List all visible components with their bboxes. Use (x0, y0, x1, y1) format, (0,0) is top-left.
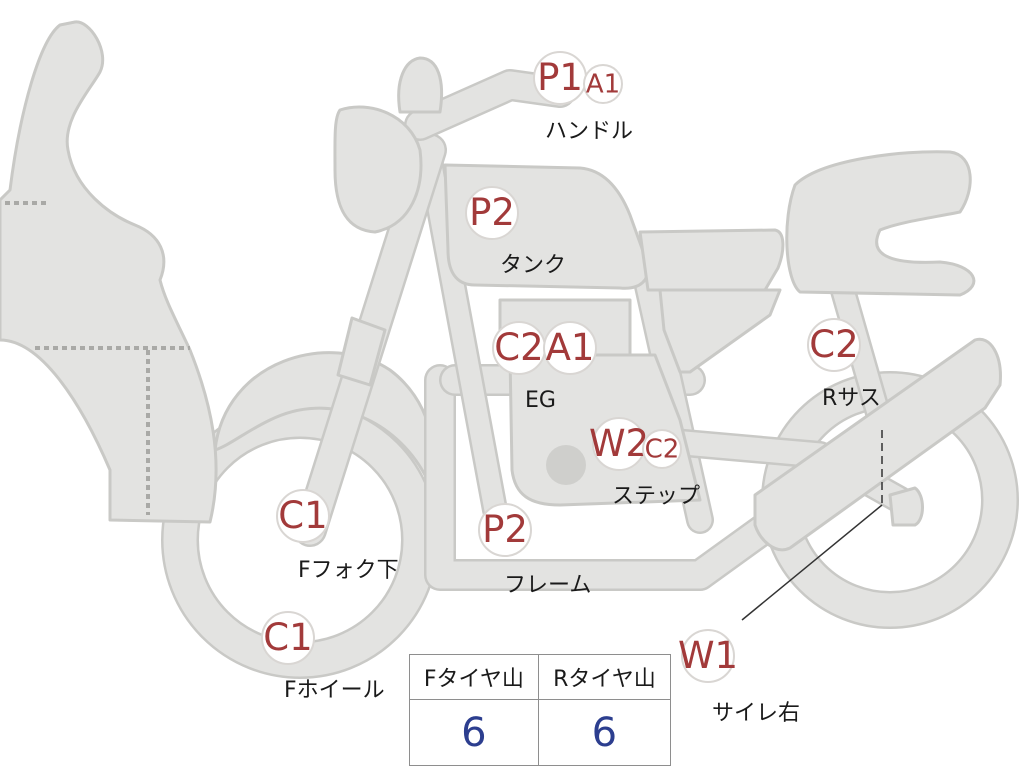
seat (785, 150, 976, 297)
front-tire-value: 6 (409, 699, 539, 766)
front-tire-header: Fタイヤ山 (409, 653, 539, 701)
rear-tire-value: 6 (537, 699, 672, 766)
badge-c1: C1 (261, 611, 315, 665)
badge-a1: A1 (583, 64, 623, 104)
badge-code: W1 (678, 634, 738, 677)
badge-c2: C2 (642, 429, 682, 469)
muffler (753, 337, 1002, 552)
mid-frame-bar (638, 228, 785, 292)
label-frame: フレーム (504, 573, 591, 598)
badge-circle (642, 429, 682, 469)
tire-tread-table: Fタイヤ山 Rタイヤ山 6 6 (409, 653, 672, 766)
badge-circle (276, 489, 330, 543)
badge-p2: P2 (478, 503, 532, 557)
badge-w1: W1 (678, 629, 738, 683)
badge-p2: P2 (465, 186, 519, 240)
badge-code: C1 (263, 616, 312, 659)
badge-code: A1 (586, 69, 620, 99)
fairing (0, 20, 218, 524)
badge-circle (583, 64, 623, 104)
badge-circle (543, 321, 597, 375)
badge-code: C2 (645, 434, 680, 464)
label-engine: EG (525, 388, 556, 413)
badge-code: C1 (278, 494, 327, 537)
label-handle: ハンドル (545, 119, 633, 144)
label-front-wheel: Fホイール (284, 678, 385, 703)
rear-tire-header: Rタイヤ山 (537, 653, 672, 701)
badge-w2: W2 (589, 417, 649, 471)
badge-code: A1 (546, 326, 595, 369)
badge-circle (465, 186, 519, 240)
label-step: ステップ (612, 484, 700, 509)
badge-circle (261, 611, 315, 665)
badge-code: P2 (482, 508, 528, 551)
badge-c2: C2 (492, 321, 546, 375)
badge-a1: A1 (543, 321, 597, 375)
headlight (333, 105, 423, 234)
label-tank: タンク (500, 253, 566, 278)
badge-code: P1 (537, 56, 583, 99)
fairing-seam (5, 201, 190, 515)
badge-code: C2 (809, 323, 858, 366)
badge-p1: P1 (533, 51, 587, 105)
badge-circle (681, 629, 735, 683)
badge-c2: C2 (807, 318, 861, 372)
badge-code: W2 (589, 422, 649, 465)
badge-code: C2 (494, 326, 543, 369)
badge-code: P2 (469, 191, 515, 234)
badge-circle (807, 318, 861, 372)
label-rear-suspension: Rサス (822, 386, 881, 411)
badge-c1: C1 (276, 489, 330, 543)
badge-circle (478, 503, 532, 557)
side-panel (658, 288, 782, 374)
label-muffler-right: サイレ右 (712, 701, 800, 726)
label-front-fork-lower: Fフォク下 (298, 558, 399, 583)
muffler-leader (741, 504, 883, 621)
front-fork (293, 133, 447, 547)
